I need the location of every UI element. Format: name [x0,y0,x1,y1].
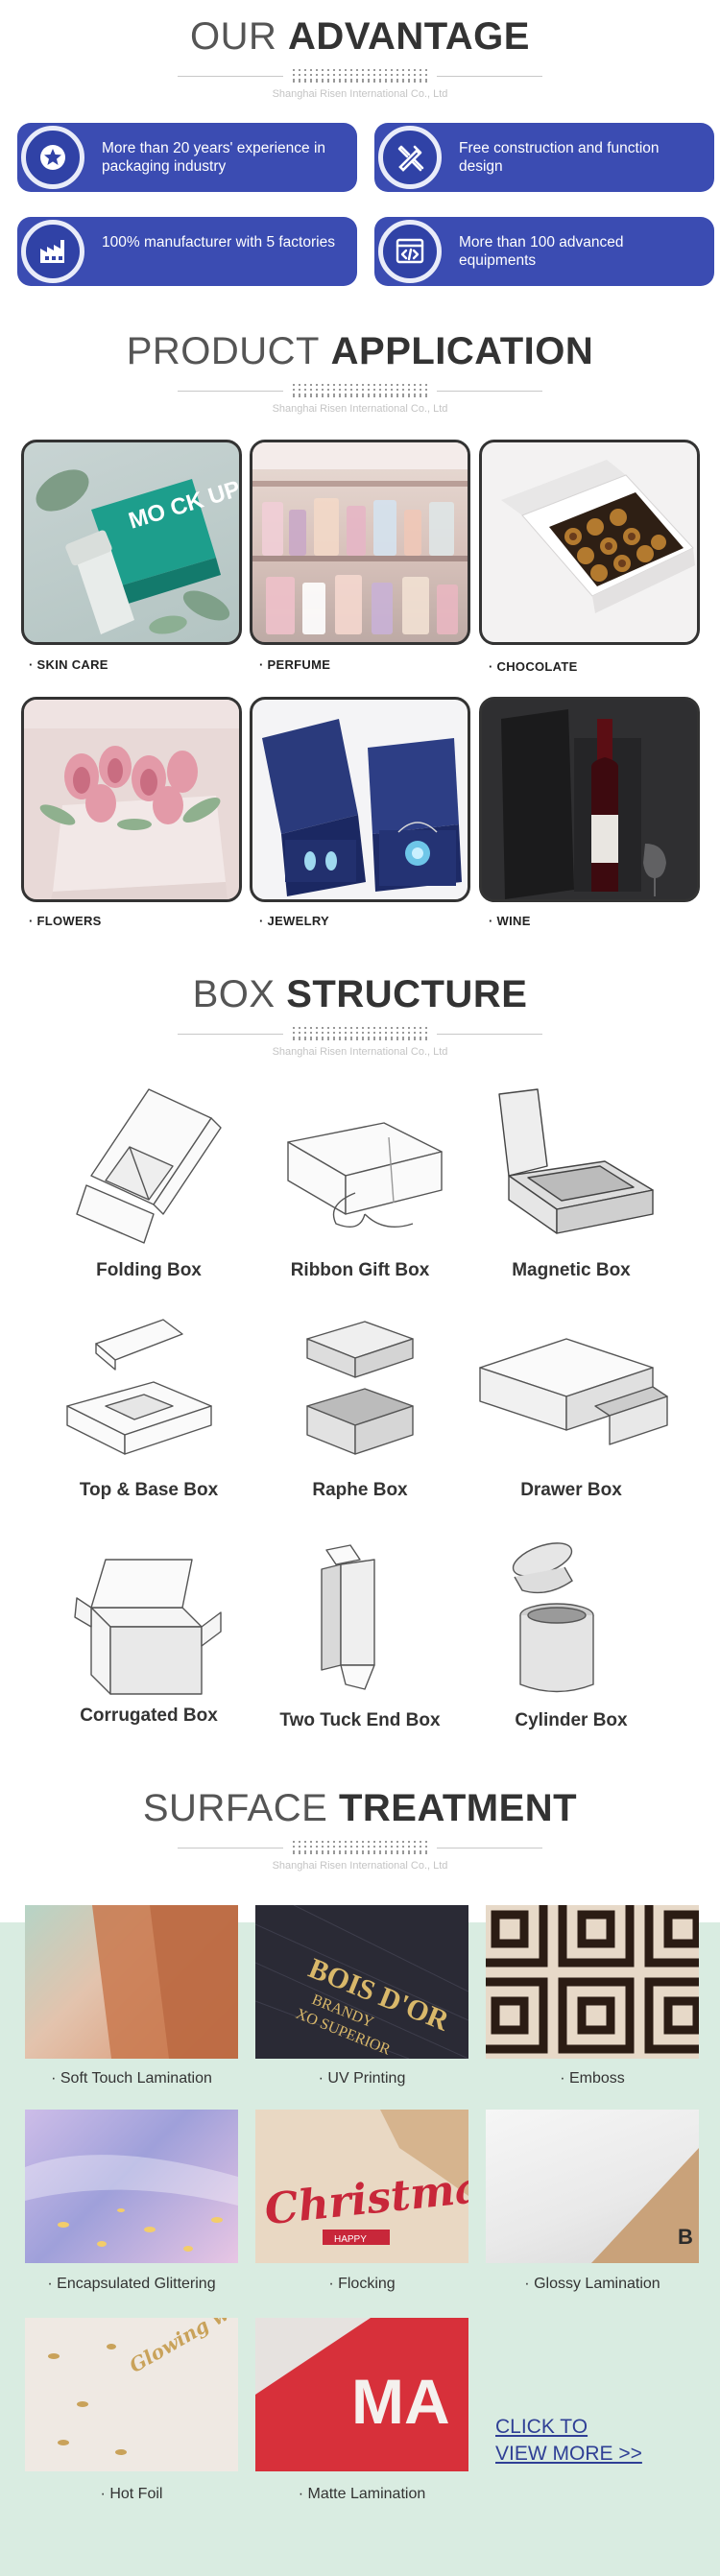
box-label: Cylinder Box [515,1710,628,1730]
advantage-card-manufacturer: 100% manufacturer with 5 factories [17,217,357,286]
heading-ornament [178,69,542,83]
heading-ornament [178,1027,542,1040]
application-label: · JEWELRY [259,914,330,928]
box-label: Top & Base Box [79,1480,219,1500]
section-title: BOX STRUCTURE [192,973,528,1015]
wine-image [479,697,700,902]
top-base-box-illustration [38,1300,259,1492]
glossy-lamination-image: B [486,2110,699,2263]
advantage-card-experience: More than 20 years' experience in packag… [17,123,357,192]
flowers-image [21,697,242,902]
matte-lamination-image: MA [255,2318,468,2471]
corrugated-box-illustration [38,1531,259,1723]
chocolate-image [479,440,700,645]
advantage-text: More than 100 advanced equipments [459,234,624,269]
two-tuck-end-box-illustration [250,1531,470,1723]
application-heading: PRODUCT APPLICATION Shanghai Risen Inter… [0,328,720,415]
flock-text: Christmas [262,2160,468,2234]
surface-label: · Soft Touch Lamination [51,2070,212,2087]
factory-icon [21,220,84,283]
surface-label: · Emboss [560,2070,625,2087]
structure-heading: BOX STRUCTURE Shanghai Risen Internation… [0,971,720,1058]
surface-label: · Matte Lamination [298,2486,426,2502]
magnetic-box-illustration [461,1080,682,1272]
surface-heading: SURFACE TREATMENT Shanghai Risen Interna… [0,1785,720,1872]
foil-text: Glowing with Nature [126,2318,238,2377]
advantage-card-design: Free construction and function design [374,123,714,192]
application-label: · WINE [489,914,531,928]
application-label: · SKIN CARE [29,657,108,672]
surface-label: · Flocking [328,2276,396,2292]
svg-text:B: B [678,2225,693,2249]
heading-ornament [178,1841,542,1854]
cta-line-2: VIEW MORE >> [495,2443,642,2465]
flock-sub: HAPPY [334,2234,367,2245]
application-label: · FLOWERS [29,914,102,928]
company-subtitle: Shanghai Risen International Co., Ltd [272,1046,448,1058]
box-label: Two Tuck End Box [279,1710,441,1730]
view-more-link[interactable]: CLICK TO VIEW MORE >> [495,2414,642,2468]
advantage-card-equipment: More than 100 advanced equipments [374,217,714,286]
matte-text: MA [351,2366,450,2437]
heading-ornament [178,384,542,397]
application-label: · CHOCOLATE [489,659,578,674]
box-label: Ribbon Gift Box [290,1260,430,1280]
cylinder-box-illustration [461,1531,682,1723]
code-window-icon [378,220,442,283]
section-title: OUR ADVANTAGE [190,15,530,58]
surface-label: · Glossy Lamination [524,2276,660,2292]
hot-foil-image: Glowing with Nature [25,2318,238,2471]
star-badge-icon [21,126,84,189]
company-subtitle: Shanghai Risen International Co., Ltd [272,403,448,415]
surface-label: · Encapsulated Glittering [47,2276,216,2292]
design-tools-icon [378,126,442,189]
jewelry-image [250,697,470,902]
advantage-heading: OUR ADVANTAGE Shanghai Risen Internation… [0,13,720,100]
advantage-text: Free construction and function design [459,140,660,175]
surface-label: · UV Printing [318,2070,406,2087]
section-title: PRODUCT APPLICATION [126,330,594,372]
flocking-image: Christmas HAPPY [255,2110,468,2263]
encapsulated-glittering-image [25,2110,238,2263]
company-subtitle: Shanghai Risen International Co., Ltd [272,1860,448,1872]
box-label: Magnetic Box [512,1260,631,1280]
box-label: Raphe Box [312,1480,408,1500]
advantage-text: More than 20 years' experience in packag… [102,140,326,175]
advantage-text: 100% manufacturer with 5 factories [102,234,335,250]
perfume-image [250,440,470,645]
surface-label: · Hot Foil [100,2486,163,2502]
soft-touch-lamination-image [25,1905,238,2059]
box-label: Corrugated Box [80,1705,218,1726]
section-title: SURFACE TREATMENT [142,1787,578,1829]
emboss-image [486,1905,699,2059]
ribbon-gift-box-illustration [250,1080,470,1272]
drawer-box-illustration [461,1300,682,1492]
raphe-box-illustration [250,1300,470,1492]
box-label: Drawer Box [520,1480,622,1500]
application-label: · PERFUME [259,657,331,672]
skin-care-image: MO CK UP [21,440,242,645]
folding-box-illustration [38,1080,259,1272]
cta-line-1: CLICK TO [495,2416,588,2438]
company-subtitle: Shanghai Risen International Co., Ltd [272,88,448,100]
uv-printing-image: BOIS D'OR BRANDY XO SUPERIOR [255,1905,468,2059]
box-label: Folding Box [96,1260,202,1280]
